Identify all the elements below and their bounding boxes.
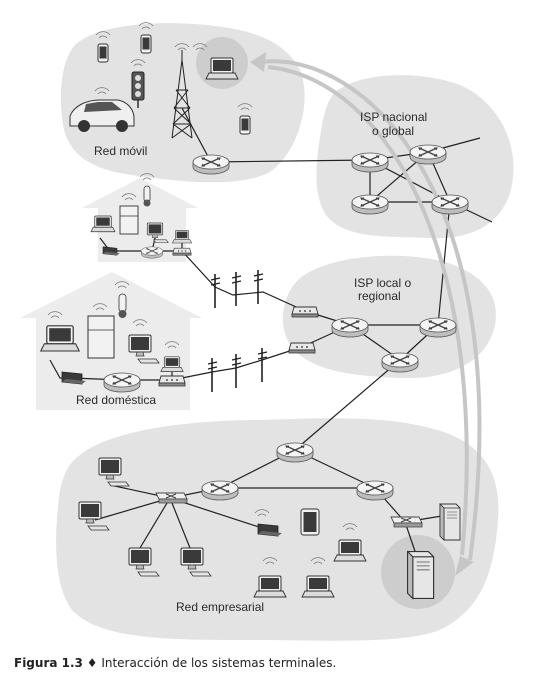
laptop-icon [172,230,192,244]
switch-icon [155,492,188,504]
router-icon [140,246,164,259]
arrow-head-top [250,52,266,72]
figure-number: Figura 1.3 [14,656,83,670]
enterprise-network-label: Red empresarial [176,600,264,614]
utility-pole-icon [210,273,221,309]
isp-national-label-line2: o global [372,124,414,138]
isp-local-label-line2: regional [358,289,401,303]
isp-national-label-line1: ISP nacional [360,110,427,124]
thermometer-icon [114,281,130,318]
router-icon [276,442,314,463]
figure-caption: Figura 1.3 ♦ Interacción de los sistemas… [14,656,336,670]
arrow-head-bottom [455,556,474,576]
router-icon [351,194,389,215]
modem-icon [158,375,186,387]
modem-icon [288,342,316,354]
mobile-network-label: Red móvil [94,144,147,158]
modem-icon [291,306,319,318]
router-icon [381,352,419,373]
end-system-interaction-arrows [261,59,482,561]
server-icon [407,551,435,599]
utility-pole-icon [207,357,218,393]
isp-local-region [282,255,496,379]
utility-pole-icon [253,269,264,305]
switch-icon [390,516,423,528]
modem-icon [172,247,192,256]
home-house-1 [82,178,198,262]
server-icon [439,503,461,541]
car-icon [69,87,135,132]
utility-pole-icon [231,271,242,307]
router-icon [351,152,389,173]
caption-bullet: ♦ [86,656,98,670]
utility-pole-icon [231,353,242,389]
router-icon [331,317,369,338]
refrigerator-icon [119,193,139,235]
router-icon [103,372,141,393]
refrigerator-icon [87,303,115,359]
router-icon [419,317,457,338]
isp-local-label-line1: ISP local o [354,276,411,290]
router-icon [192,154,230,175]
router-icon [356,480,394,501]
traffic-light-icon [130,59,146,108]
caption-text: Interacción de los sistemas terminales. [101,656,337,670]
router-icon [409,144,447,165]
cell-tower [171,50,193,139]
home-network-label: Red doméstica [76,393,156,407]
router-icon [431,194,469,215]
router-icon [201,480,239,501]
utility-pole-icon [257,347,268,383]
tablet-icon [300,508,320,536]
laptop-icon [90,215,116,233]
thermometer-icon [139,173,155,207]
